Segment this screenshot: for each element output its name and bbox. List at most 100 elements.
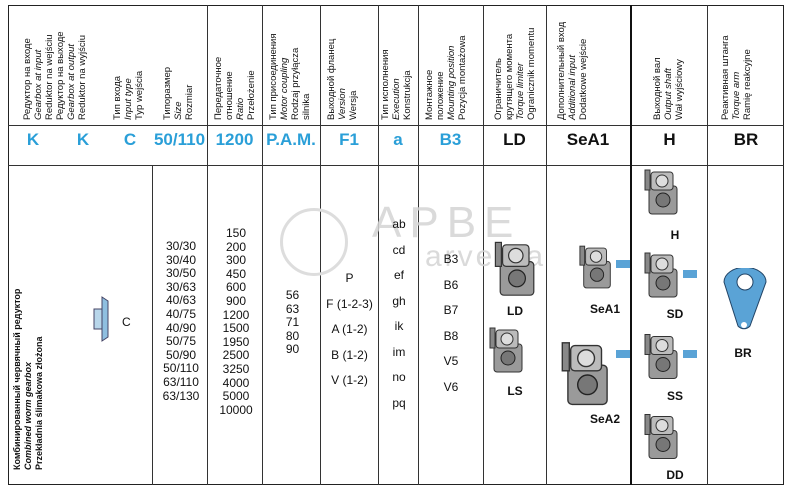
sizes-item: 40/63 xyxy=(165,293,197,308)
table-frame xyxy=(8,5,784,485)
code-3: 50/110 xyxy=(153,130,206,149)
couplings-item: 71 xyxy=(285,315,300,330)
header-line: Dodatkowe wejście xyxy=(578,38,589,120)
header-line: Ogranicznik momentu xyxy=(526,27,537,120)
additional-sea2-label: SeA2 xyxy=(589,412,621,426)
executions-item: ab xyxy=(392,217,406,231)
shaft-icon xyxy=(616,350,630,358)
header-line: Редуктор на входе xyxy=(22,38,33,120)
divider xyxy=(262,5,263,485)
code-12: BR xyxy=(733,130,759,149)
code-2: C xyxy=(123,130,137,149)
divider xyxy=(418,5,419,485)
code-4: 1200 xyxy=(215,130,254,149)
shaft-icon xyxy=(683,270,697,278)
positions-item: V6 xyxy=(443,379,459,394)
divider xyxy=(546,5,547,485)
header-line: Редуктор на выходе xyxy=(55,31,66,120)
versions-item: V (1-2) xyxy=(331,373,368,387)
ratios-item: 2500 xyxy=(222,348,250,363)
shaft-ss-image xyxy=(644,334,678,379)
watermark-logo-icon xyxy=(280,208,348,276)
divider xyxy=(707,5,708,485)
sizes-item: 40/90 xyxy=(165,320,197,335)
torque-arm-icon xyxy=(723,268,767,330)
header-line: положение xyxy=(435,71,446,120)
ratios-item: 1500 xyxy=(222,321,250,336)
divider xyxy=(152,165,153,485)
divider xyxy=(8,125,784,126)
header-line: Reduktor na wyjściu xyxy=(77,34,88,120)
executions-item: ef xyxy=(393,268,404,282)
header-line: Rodzaj przyłącza xyxy=(290,47,301,120)
ratios-item: 300 xyxy=(225,253,247,268)
header-line: Pozycja montażowa xyxy=(457,35,468,120)
code-6: F1 xyxy=(339,130,359,149)
header-line: Дополнительный вход xyxy=(556,21,567,120)
positions-item: B6 xyxy=(443,277,459,292)
header-line: Ramię reakcyjne xyxy=(742,49,753,120)
shaft-h-image xyxy=(644,169,678,215)
sizes-item: 63/110 xyxy=(163,374,199,389)
ratios-item: 900 xyxy=(225,293,247,308)
positions-item: B3 xyxy=(443,252,459,266)
ratios-item: 150 xyxy=(225,226,247,240)
gearbox-sea2-image xyxy=(561,342,608,406)
sizes-item: 50/90 xyxy=(165,347,197,362)
header-line: Motor coupling xyxy=(279,57,290,120)
ratios-item: 1950 xyxy=(222,334,250,349)
couplings-item: 90 xyxy=(285,342,300,357)
header-line: крутящего момента xyxy=(504,33,515,120)
gearbox-ls-image xyxy=(489,327,523,373)
header-line: Additional input xyxy=(567,55,578,120)
header-line: Torque arm xyxy=(731,71,742,120)
header-line: Gearbox at input xyxy=(33,49,44,120)
executions-item: cd xyxy=(392,242,406,257)
ratios-item: 3250 xyxy=(222,361,250,376)
header-line: Input type xyxy=(123,78,134,120)
header-line: Тип присоединения xyxy=(268,33,279,120)
shaft-dd-label: DD xyxy=(666,468,684,482)
header-line: Reduktor na wejściu xyxy=(44,34,55,120)
header-line: Typ wejścia xyxy=(134,70,145,120)
header-line: silnika xyxy=(301,93,312,120)
header-line: Тип входа xyxy=(112,75,123,120)
header-line: Gearbox at output xyxy=(66,43,77,120)
executions-item: pq xyxy=(392,395,406,410)
header-line: Выходной вал xyxy=(652,57,663,120)
code-5: P.A.M. xyxy=(266,130,316,149)
divider xyxy=(630,5,632,485)
code-7: a xyxy=(393,130,403,149)
divider xyxy=(378,5,379,485)
positions-item: B8 xyxy=(443,328,459,343)
header-line: Version xyxy=(337,88,348,120)
input-type-value: C xyxy=(122,315,131,329)
additional-sea1-label: SeA1 xyxy=(589,302,621,316)
ratios-item: 450 xyxy=(225,266,247,281)
header-line: Реактивная штанга xyxy=(720,35,731,120)
code-8: B3 xyxy=(439,130,462,149)
ratios-item: 5000 xyxy=(222,389,250,404)
shaft-h-label: H xyxy=(670,228,680,242)
code-9: LD xyxy=(503,130,526,149)
divider xyxy=(483,5,484,485)
ratios-item: 200 xyxy=(225,239,247,254)
limiter-ld-label: LD xyxy=(507,304,523,318)
code-0: K xyxy=(26,130,40,149)
header-line: Torque limiter xyxy=(515,62,526,120)
executions-item: im xyxy=(392,344,406,359)
header-line: Przełożenie xyxy=(246,70,257,120)
flange-icon xyxy=(93,296,109,342)
couplings-item: 56 xyxy=(285,288,300,302)
product-name-ru: Комбинированный червячный редуктор xyxy=(12,288,22,470)
sizes-item: 30/30 xyxy=(165,239,197,253)
code-11: H xyxy=(663,130,676,149)
versions-item: P xyxy=(345,271,354,285)
